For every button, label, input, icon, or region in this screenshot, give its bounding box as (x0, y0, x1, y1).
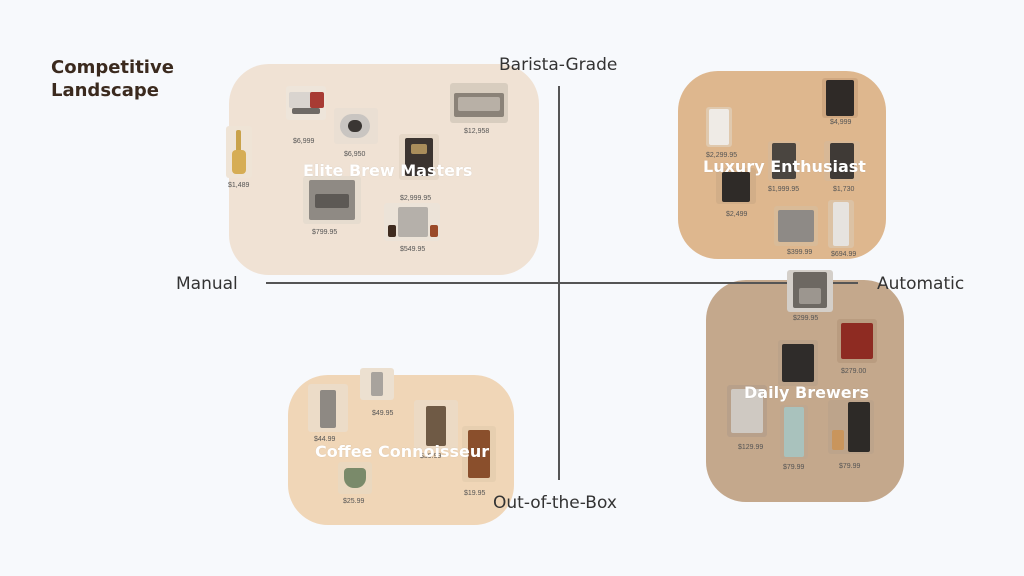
price-label: $4,999 (830, 119, 851, 126)
cluster-label-luxury-enthusiast: Luxury Enthusiast (703, 157, 866, 176)
price-label: $6,999 (293, 138, 314, 145)
price-label: $1,730 (833, 186, 854, 193)
moka-pot-image (308, 384, 348, 432)
espresso-machine-image (334, 108, 378, 144)
page-title: Competitive Landscape (51, 56, 211, 102)
price-label: $129.99 (738, 444, 763, 451)
price-label: $2,499 (726, 211, 747, 218)
pour-over-dripper-image (338, 462, 372, 494)
iced-coffee-maker-image (828, 400, 874, 454)
vertical-axis-line (558, 86, 560, 480)
axis-label-left: Manual (176, 274, 238, 294)
espresso-machine-image (384, 203, 440, 241)
price-label: $19.95 (464, 490, 485, 497)
axis-label-top: Barista-Grade (499, 55, 617, 75)
coffee-maker-image (778, 340, 818, 386)
price-label: $79.99 (783, 464, 804, 471)
coffee-machine-image (822, 78, 858, 118)
price-label: $279.00 (841, 368, 866, 375)
coffee-machine-image (774, 206, 818, 246)
price-label: $79.99 (839, 463, 860, 470)
moka-pot-image (360, 368, 394, 400)
price-label: $2,999.95 (400, 195, 431, 202)
price-label: $12,958 (464, 128, 489, 135)
espresso-machine-image (286, 86, 326, 120)
lever-espresso-image (226, 126, 252, 178)
cluster-label-daily-brewers: Daily Brewers (744, 383, 869, 402)
price-label: $549.95 (400, 246, 425, 253)
price-label: $49.95 (372, 410, 393, 417)
coffee-maker-image (787, 270, 833, 312)
coffee-machine-image (828, 200, 854, 248)
coffee-maker-image (837, 319, 877, 363)
price-label: $25.99 (343, 498, 364, 505)
price-label: $1,999.95 (768, 186, 799, 193)
price-label: $299.95 (793, 315, 818, 322)
price-label: $399.99 (787, 249, 812, 256)
espresso-machine-image (303, 176, 361, 224)
cluster-label-elite-brew-masters: Elite Brew Masters (303, 161, 472, 180)
espresso-machine-image (450, 83, 508, 123)
cluster-label-coffee-connoisseur: Coffee Connoisseur (315, 442, 489, 461)
horizontal-axis-line (266, 282, 858, 284)
coffee-maker-image (780, 405, 808, 459)
price-label: $694.99 (831, 251, 856, 258)
price-label: $799.95 (312, 229, 337, 236)
price-label: $1,489 (228, 182, 249, 189)
price-label: $6,950 (344, 151, 365, 158)
axis-label-right: Automatic (877, 274, 964, 294)
coffee-machine-image (706, 107, 732, 147)
axis-label-bottom: Out-of-the-Box (493, 493, 617, 513)
